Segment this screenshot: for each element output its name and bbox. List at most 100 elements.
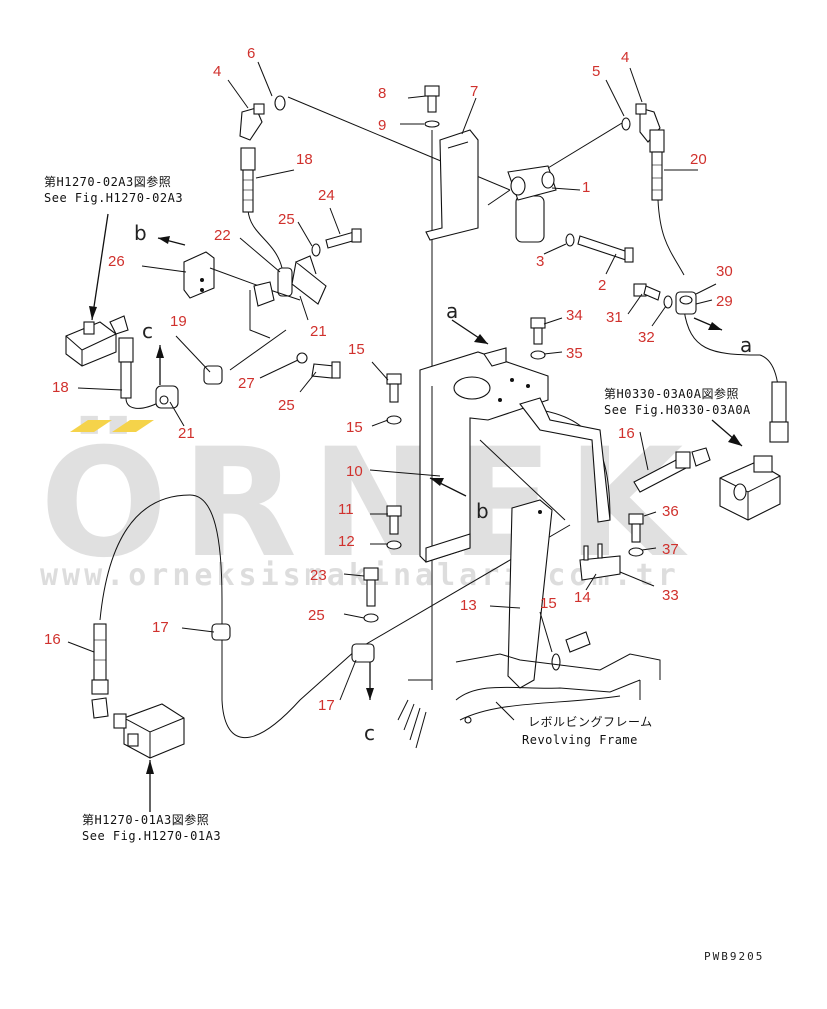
callout-31: 31 bbox=[606, 309, 623, 326]
bolt-27 bbox=[311, 361, 341, 379]
watermark-brand: ÖRNEK bbox=[40, 415, 697, 591]
arrow-ref-h0330-head bbox=[728, 434, 742, 446]
frame-hatch bbox=[397, 699, 427, 749]
ref-h1270-02a3: 第H1270-02A3図参照 See Fig.H1270-02A3 bbox=[44, 174, 183, 205]
callout-10: 11 bbox=[338, 501, 354, 518]
revolving-frame-label: レボルビングフレーム Revolving Frame bbox=[522, 715, 652, 747]
fitting-5-left bbox=[274, 95, 286, 111]
callout-1: 1 bbox=[582, 179, 590, 196]
callout-4-left: 4 bbox=[213, 63, 221, 80]
view-letter-b-center: b bbox=[476, 499, 489, 523]
hose-16-left bbox=[91, 623, 109, 695]
drawing-code: PWB9205 bbox=[704, 950, 764, 963]
callout-15-left: 15 bbox=[346, 419, 363, 436]
leader-lines bbox=[67, 61, 717, 701]
callout-20: 20 bbox=[690, 151, 707, 168]
callout-15-right: 15 bbox=[540, 595, 557, 612]
washer-15-left bbox=[386, 415, 402, 425]
washer-11 bbox=[386, 540, 402, 550]
leader-bracket-left bbox=[249, 290, 271, 339]
callout-13: 14 bbox=[574, 589, 591, 606]
hose-19-path bbox=[229, 329, 287, 371]
view-letter-a-right: a bbox=[740, 333, 752, 357]
callout-8: 9 bbox=[378, 117, 386, 134]
callout-35: 35 bbox=[566, 345, 583, 362]
callout-21-left: 21 bbox=[178, 425, 195, 442]
bolt-10 bbox=[386, 505, 402, 535]
arrow-ref-h1270-01a3-head bbox=[146, 760, 154, 774]
callout-21-top: 21 bbox=[310, 323, 327, 340]
line-filter-left bbox=[487, 189, 511, 206]
main-bracket-9 bbox=[419, 347, 549, 563]
callout-12: 13 bbox=[460, 597, 477, 614]
bolt-24 bbox=[325, 228, 362, 249]
ref-h1270-01a3-jp: 第H1270-01A3図参照 bbox=[82, 812, 209, 827]
bracket-6 bbox=[425, 129, 479, 241]
callout-3: 3 bbox=[536, 253, 544, 270]
bracket-21-top bbox=[291, 255, 327, 305]
bolt-36 bbox=[628, 513, 644, 543]
callout-17-bottom: 17 bbox=[318, 697, 335, 714]
callout-33: 33 bbox=[662, 587, 679, 604]
washer-25-top bbox=[311, 243, 321, 257]
washer-8 bbox=[424, 120, 440, 128]
callout-5-left: 6 bbox=[247, 45, 255, 62]
callout-29: 29 bbox=[716, 293, 733, 310]
bolt-15-right bbox=[565, 631, 591, 653]
callout-14: 15 bbox=[348, 341, 365, 358]
bolt-7 bbox=[424, 85, 440, 113]
hose-right-end bbox=[769, 381, 789, 443]
arrow-ref-h1270-02a3 bbox=[91, 213, 109, 321]
callout-26: 26 bbox=[108, 253, 125, 270]
watermark: ÖRNEK www.orneksismakinalari.com.tr bbox=[40, 415, 697, 593]
valve-block-left bbox=[65, 315, 129, 367]
ref-h0330-03a0a: 第H0330-03A0A図参照 See Fig.H0330-03A0A bbox=[604, 386, 751, 417]
callout-5-right: 5 bbox=[592, 63, 600, 80]
ref-h1270-01a3: 第H1270-01A3図参照 See Fig.H1270-01A3 bbox=[82, 812, 221, 843]
callout-28: 27 bbox=[238, 375, 255, 392]
leader-frame bbox=[495, 701, 515, 721]
valve-block-right bbox=[719, 455, 781, 521]
view-letter-a-center: a bbox=[446, 299, 458, 323]
bracket-13 bbox=[579, 543, 621, 581]
clamp-22 bbox=[277, 267, 293, 297]
bracket-arm-top bbox=[519, 397, 611, 523]
callout-30: 30 bbox=[716, 263, 733, 280]
washer-32 bbox=[663, 295, 673, 309]
hose-diagonal-2 bbox=[479, 439, 566, 521]
arrow-ref-h1270-02a3-head bbox=[89, 306, 97, 320]
fitting-lower-left bbox=[91, 697, 109, 719]
callout-7: 8 bbox=[378, 85, 386, 102]
callout-4-right: 4 bbox=[621, 49, 629, 66]
washer-15-right bbox=[551, 653, 561, 671]
valve-block-bottom bbox=[113, 703, 185, 759]
fitting-5-right bbox=[621, 117, 631, 131]
bolt-2 bbox=[577, 235, 634, 263]
callout-2: 2 bbox=[598, 277, 606, 294]
clamp-17-mid bbox=[211, 623, 231, 641]
line-top-right bbox=[547, 122, 623, 169]
clamp-21-left bbox=[155, 385, 179, 409]
bracket-small-left bbox=[253, 281, 275, 307]
callout-6: 7 bbox=[470, 83, 478, 100]
view-letters: a a b b c c bbox=[134, 221, 752, 745]
arrow-b-left-head bbox=[158, 236, 170, 244]
bracket-12 bbox=[507, 499, 553, 689]
ref-h1270-01a3-en: See Fig.H1270-01A3 bbox=[82, 829, 221, 843]
callout-11: 12 bbox=[338, 533, 355, 550]
ref-h0330-en: See Fig.H0330-03A0A bbox=[604, 403, 751, 417]
washer-37 bbox=[628, 547, 644, 557]
washer-35 bbox=[530, 350, 546, 360]
watermark-accent-right bbox=[112, 420, 154, 432]
callout-23: 23 bbox=[310, 567, 327, 584]
bolt-23 bbox=[363, 567, 379, 607]
frame-label-en: Revolving Frame bbox=[522, 733, 638, 747]
view-letter-b-left: b bbox=[134, 221, 147, 245]
view-letter-c-left: c bbox=[142, 319, 153, 343]
ref-h1270-02a3-en: See Fig.H1270-02A3 bbox=[44, 191, 183, 205]
callout-18-left: 18 bbox=[52, 379, 69, 396]
callout-18-top: 18 bbox=[296, 151, 313, 168]
ref-h1270-02a3-jp: 第H1270-02A3図参照 bbox=[44, 174, 171, 189]
